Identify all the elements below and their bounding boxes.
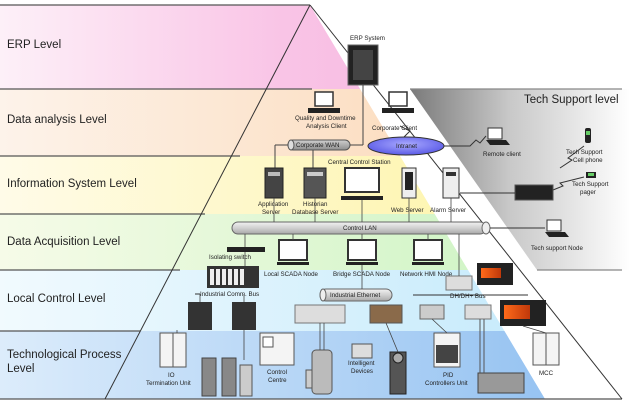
svg-text:Control: Control: [267, 369, 287, 376]
svg-text:Remote client: Remote client: [483, 151, 521, 158]
control-lan: Control LAN: [231, 221, 545, 235]
svg-text:Tech Support: Tech Support: [566, 149, 603, 156]
erp-system-label: ERP System: [350, 35, 385, 42]
plc-icon: [445, 275, 473, 291]
svg-text:PID: PID: [443, 372, 454, 379]
level-label-technological-process: Technological Process Level: [7, 349, 122, 375]
erp-system: ERP System: [347, 35, 385, 145]
laptop-icon: [487, 127, 503, 140]
plc-rack-icon: [207, 266, 259, 288]
svg-text:Industrial Ethernet: Industrial Ethernet: [330, 292, 380, 299]
intelligent-devices: Intelligent Devices: [348, 343, 375, 375]
svg-text:Tech Support: Tech Support: [572, 181, 609, 188]
control-centre: Control Centre: [259, 332, 295, 384]
modem-box: [514, 184, 554, 201]
pump-motor: [477, 319, 525, 394]
svg-text:Quality and Downtime: Quality and Downtime: [295, 115, 356, 122]
vessel: [305, 349, 333, 395]
quality-client: Quality and Downtime Analysis Client: [295, 91, 356, 130]
device-icon: [351, 343, 373, 359]
tech-support-pager: Tech Support pager: [552, 172, 609, 196]
svg-text:Corporate Client: Corporate Client: [372, 125, 417, 132]
phone-icon: [585, 128, 591, 143]
plc-icon: [464, 304, 492, 320]
tech-support-title: Tech Support level: [524, 94, 619, 106]
tech-support-region: [410, 89, 630, 270]
tech-support-cell-phone: Tech Support Cell phone: [559, 128, 603, 169]
svg-text:Control LAN: Control LAN: [343, 225, 377, 232]
industrial-comm-bus: Industrial Comm. Bus: [188, 266, 259, 330]
remote-client: Remote client: [483, 127, 521, 158]
svg-text:pager: pager: [580, 189, 596, 196]
svg-text:DH/DH+ Bus: DH/DH+ Bus: [450, 293, 486, 300]
plc-icon: [294, 304, 346, 324]
level-dividers: [0, 4, 622, 400]
monitor-icon: [314, 91, 334, 107]
svg-text:Server: Server: [262, 209, 280, 216]
io-rack-icon: [188, 302, 212, 330]
svg-text:Application: Application: [258, 201, 289, 208]
monitor-icon: [347, 239, 377, 261]
svg-text:Controllers Unit: Controllers Unit: [425, 380, 468, 387]
level-label-data-acquisition: Data Acquisition Level: [7, 236, 121, 248]
svg-text:Intranet: Intranet: [396, 143, 417, 150]
svg-text:Analysis Client: Analysis Client: [306, 123, 347, 130]
io-termination-unit: IO Termination Unit: [146, 332, 191, 387]
svg-text:Industrial Comm. Bus: Industrial Comm. Bus: [200, 291, 259, 298]
svg-text:Intelligent: Intelligent: [348, 360, 375, 367]
level-label-local-control: Local Control Level: [7, 293, 106, 305]
switch-icon: [227, 247, 265, 252]
tech-support-node: Tech support Node: [531, 219, 583, 252]
application-server: Application Server: [258, 167, 289, 216]
corporate-wan: Corporate WAN: [274, 139, 363, 170]
vessel-icon: [311, 349, 333, 395]
level-label-erp: ERP Level: [7, 39, 62, 51]
controller-icon: [419, 304, 445, 320]
laptop-icon: [546, 219, 562, 232]
svg-text:Central Control Station: Central Control Station: [328, 159, 391, 166]
intranet: Intranet: [367, 125, 487, 156]
svg-text:Corporate WAN: Corporate WAN: [296, 142, 339, 149]
tank-icon: [201, 357, 217, 397]
process-tanks: [201, 357, 253, 397]
corporate-client: Corporate Client: [372, 91, 417, 132]
svg-text:Alarm Server: Alarm Server: [430, 207, 466, 214]
valve-actuator: [389, 351, 407, 395]
svg-text:Web Server: Web Server: [391, 207, 424, 214]
network-hmi-node: Network HMI Node: [400, 239, 453, 278]
svg-text:Cell phone: Cell phone: [573, 157, 603, 164]
svg-text:Isolating switch: Isolating switch: [209, 254, 252, 261]
monitor-icon: [413, 239, 443, 261]
svg-text:IO: IO: [168, 372, 175, 379]
pid-controllers-unit: PID Controllers Unit: [425, 332, 468, 387]
monitor-icon: [388, 91, 408, 107]
central-control-station: Central Control Station: [328, 159, 391, 200]
pump-icon: [477, 372, 525, 394]
level-label-data-analysis: Data analysis Level: [7, 114, 107, 126]
level-label-information-system: Information System Level: [7, 178, 137, 190]
svg-text:Local SCADA Node: Local SCADA Node: [264, 271, 319, 278]
svg-text:Tech support Node: Tech support Node: [531, 245, 583, 252]
plc-icon: [369, 304, 403, 324]
svg-text:Termination Unit: Termination Unit: [146, 380, 191, 387]
svg-text:MCC: MCC: [539, 370, 554, 377]
svg-text:Historian: Historian: [303, 201, 328, 208]
dh-bus: DH/DH+ Bus: [413, 263, 546, 326]
monitor-icon: [344, 167, 380, 193]
mcc: MCC: [532, 332, 560, 377]
svg-text:Centre: Centre: [268, 377, 287, 384]
tank-icon: [221, 357, 237, 397]
connection-lines: [176, 198, 547, 360]
svg-text:Network HMI Node: Network HMI Node: [400, 271, 453, 278]
isolating-switch: Isolating switch: [209, 247, 265, 261]
tank-icon: [239, 364, 253, 397]
monitor-icon: [278, 239, 308, 261]
io-rack-icon: [232, 302, 256, 330]
white-below-ts: [537, 270, 630, 403]
svg-text:Devices: Devices: [351, 368, 373, 375]
